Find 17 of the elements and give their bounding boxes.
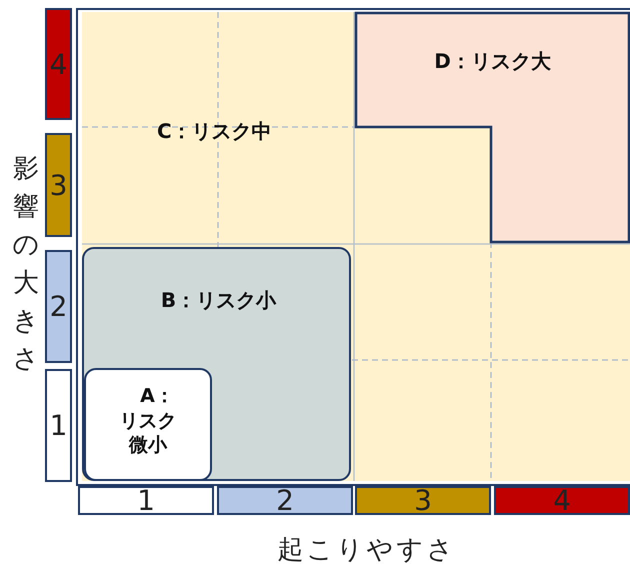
scale-box: 1: [78, 486, 214, 515]
scale-box: 4: [494, 486, 630, 515]
zone-label: B：リスク小: [160, 287, 278, 313]
scale-box: 2: [217, 486, 353, 515]
risk-zone: [355, 12, 630, 243]
scale-box: 3: [45, 133, 72, 237]
zone-label: C：リスク中: [157, 118, 272, 144]
axis-title: 影響の大きさ: [12, 153, 40, 376]
scale-box: 3: [355, 486, 491, 515]
zone-label: A：リスク微小: [118, 384, 178, 458]
zone-label: D：リスク大: [433, 48, 552, 74]
risk-zone: [82, 247, 351, 481]
risk-zone: [84, 368, 212, 481]
scale-box: 2: [45, 250, 72, 363]
axis-title: 起こりやすさ: [276, 534, 458, 567]
scale-box: 1: [45, 369, 72, 482]
scale-box: 4: [45, 8, 72, 120]
